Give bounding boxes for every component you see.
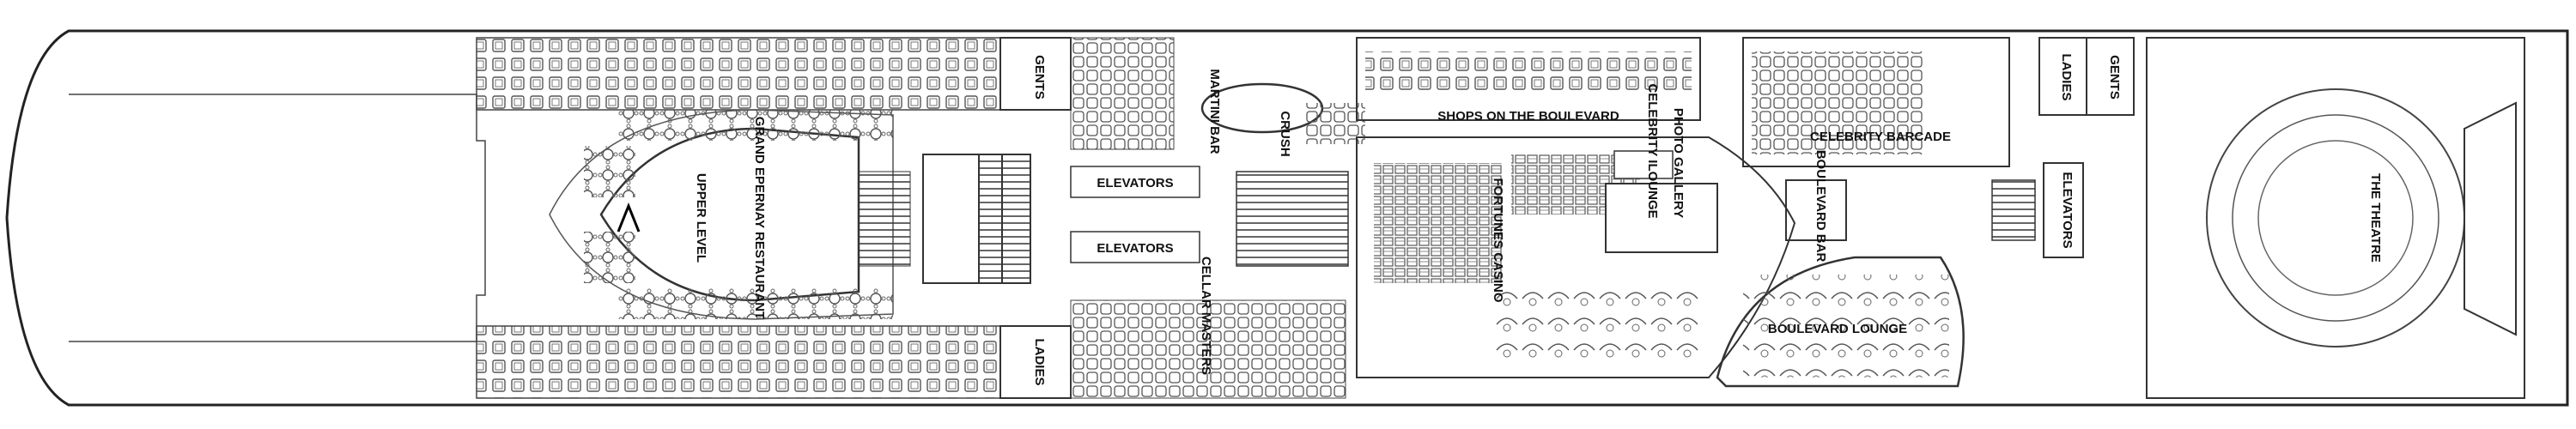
elevator-lobby-fwd-lower — [1070, 231, 1200, 263]
label-gents-fwd: GENTS — [1032, 55, 1047, 100]
railing-inner — [858, 171, 911, 267]
label-boulevard-bar: BOULEVARD BAR — [1814, 150, 1828, 263]
label-shops: SHOPS ON THE BOULEVARD — [1437, 109, 1619, 124]
barcade-room — [1742, 37, 2010, 167]
shops-outline — [1356, 37, 1701, 121]
dining-tables-top-fwd — [476, 37, 1001, 111]
upper-level-tables-top — [618, 110, 893, 141]
label-gents-aft: GENTS — [2107, 55, 2122, 100]
elevators-aft-room — [2043, 162, 2084, 258]
theatre-seating-inner — [2257, 140, 2414, 296]
label-elevators-fwd-upper: ELEVATORS — [1097, 176, 1173, 190]
label-ladies-aft: LADIES — [2059, 53, 2074, 100]
stairs-aft — [1991, 179, 2036, 241]
cellar-masters-tables — [1070, 299, 1346, 399]
label-celebrity-barcade: CELEBRITY BARCADE — [1810, 130, 1951, 144]
upper-level-tables-bottom — [618, 288, 893, 319]
elevator-lobby-fwd-upper — [1070, 166, 1200, 198]
label-elevators-aft: ELEVATORS — [2060, 172, 2075, 248]
label-martini-bar: MARTINI BAR — [1207, 69, 1222, 154]
label-cellar-masters: CELLAR MASTERS — [1199, 257, 1213, 375]
label-crush: CRUSH — [1278, 111, 1292, 156]
theatre-outline — [2146, 37, 2525, 399]
label-the-theatre: THE THEATRE — [2368, 173, 2383, 263]
ladies-fwd-room — [999, 325, 1072, 399]
casino-cashier — [1613, 150, 1674, 179]
label-ladies-fwd: LADIES — [1032, 338, 1047, 385]
shop-units — [1365, 51, 1692, 94]
boulevard-lounge-outline — [1716, 256, 1965, 388]
upper-level-tables-left-top — [584, 146, 635, 197]
label-grand-epernay: GRAND EPERNAY RESTAURANT — [752, 117, 767, 319]
slot-machines-left — [1374, 163, 1503, 283]
casino-outline — [1356, 136, 1796, 378]
gents-aft-room — [2086, 37, 2135, 116]
casino-bar — [1605, 183, 1718, 253]
central-stair-fwd — [1236, 171, 1349, 267]
label-upper-level: UPPER LEVEL — [694, 173, 708, 263]
dining-tables-bottom-fwd — [476, 325, 1001, 399]
gaming-tables — [1494, 283, 1700, 369]
theatre-stage — [2464, 101, 2517, 336]
crush-tables — [1305, 103, 1365, 144]
boulevard-lounge-seating — [1743, 275, 1949, 378]
boulevard-bar-counter — [1785, 179, 1847, 241]
label-fortunes-casino: FORTUNES CASINO — [1491, 178, 1505, 302]
lounge-tables-fwd-top — [1070, 37, 1175, 150]
upper-level-tables-left-bottom — [584, 232, 635, 283]
gents-fwd-room — [999, 37, 1072, 111]
barcade-games — [1752, 51, 1923, 154]
label-elevators-fwd-lower: ELEVATORS — [1097, 241, 1173, 256]
arrow-icon — [617, 202, 641, 233]
label-celebrity-lounge: CELEBRITY ILOUNGE — [1645, 83, 1660, 218]
theatre-seating-mid — [2232, 114, 2439, 322]
label-photo-gallery: PHOTO GALLERY — [1671, 108, 1686, 218]
stairs-fwd — [978, 154, 1031, 284]
label-boulevard-lounge: BOULEVARD LOUNGE — [1768, 322, 1907, 336]
